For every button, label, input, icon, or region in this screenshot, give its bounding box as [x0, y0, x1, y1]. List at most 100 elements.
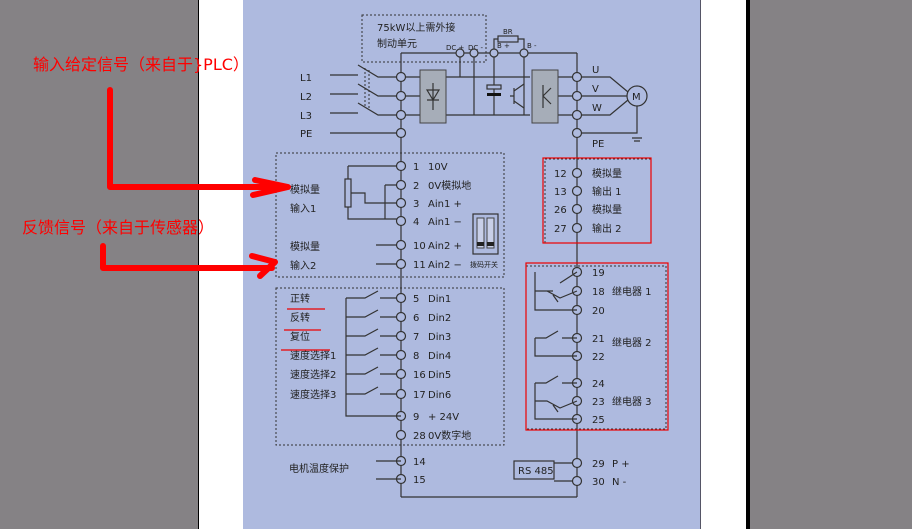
digital-input-label: 速度选择1	[290, 349, 336, 362]
terminal-label: Din5	[428, 370, 451, 381]
relay-1-label: 继电器 1	[612, 285, 652, 298]
b-plus-label: B +	[497, 42, 510, 50]
terminal	[395, 292, 407, 304]
digital-input-label: 速度选择2	[290, 368, 336, 381]
power-terminal	[395, 127, 407, 139]
terminal-number: 20	[592, 306, 605, 317]
terminal-label: Din6	[428, 390, 451, 401]
relay-highlight	[525, 262, 669, 431]
terminal-number: 30	[592, 477, 605, 488]
motor-label: M	[632, 92, 641, 103]
terminal	[571, 475, 583, 487]
analog-output-highlight	[542, 157, 652, 244]
analog-in2-label-2: 输入2	[290, 259, 316, 272]
terminal-number: 26	[554, 205, 567, 216]
terminal-number: 15	[413, 475, 426, 486]
terminal-number: 27	[554, 224, 567, 235]
input-l2: L2	[300, 92, 312, 103]
terminal-label: N -	[612, 477, 627, 488]
terminal-number: 4	[413, 217, 419, 228]
terminal-number: 23	[592, 397, 605, 408]
terminal	[395, 197, 407, 209]
terminal-number: 5	[413, 294, 419, 305]
terminal-number: 6	[413, 313, 419, 324]
digital-input-label: 复位	[290, 330, 310, 343]
red-arrow-icon	[107, 87, 291, 198]
power-terminal	[395, 71, 407, 83]
terminal	[395, 160, 407, 172]
terminal	[395, 258, 407, 270]
terminal	[571, 185, 583, 197]
terminal-label: Din4	[428, 351, 451, 362]
terminal-number: 10	[413, 241, 426, 252]
rs485-box	[513, 460, 555, 480]
red-arrow-icon-2	[100, 243, 278, 279]
terminal-label: 模拟量	[592, 203, 622, 216]
input-pe: PE	[300, 129, 312, 140]
terminal-number: 7	[413, 332, 419, 343]
terminal	[571, 203, 583, 215]
terminal-number: 12	[554, 169, 567, 180]
terminal	[395, 388, 407, 400]
terminal	[395, 330, 407, 342]
output-terminal	[571, 90, 583, 102]
dc-plus-label: DC +	[446, 44, 465, 52]
terminal-number: 18	[592, 287, 605, 298]
terminal-label: 输出 2	[592, 222, 622, 235]
output-terminal	[571, 109, 583, 121]
terminal-label: Din3	[428, 332, 451, 343]
annotation-plc-input: 输入给定信号（来自于}PLC）	[33, 55, 249, 74]
inverter-block	[531, 69, 559, 124]
terminal	[395, 239, 407, 251]
terminal	[571, 222, 583, 234]
terminal-label: Din2	[428, 313, 451, 324]
power-inputs: L1 L2 L3 PE	[300, 64, 401, 140]
terminal-number: 3	[413, 199, 419, 210]
b-minus-label: B -	[527, 42, 537, 50]
relay-2-label: 继电器 2	[612, 336, 652, 349]
motor-icon	[626, 85, 648, 107]
right-margin	[700, 0, 747, 529]
terminal-number: 28	[413, 431, 426, 442]
terminal-label: 0V模拟地	[428, 179, 471, 192]
terminal-number: 2	[413, 181, 419, 192]
relay-3-label: 继电器 3	[612, 395, 652, 408]
terminal-label: 模拟量	[592, 167, 622, 180]
terminal-label: + 24V	[428, 412, 459, 423]
terminal	[571, 167, 583, 179]
terminal-label: Ain1 −	[428, 217, 462, 228]
terminal-number: 16	[413, 370, 426, 381]
right-border	[746, 0, 750, 529]
br-label: BR	[503, 28, 513, 36]
terminal-label: 10V	[428, 162, 448, 173]
terminal-number: 11	[413, 260, 426, 271]
brake-note-2: 制动单元	[377, 37, 417, 50]
terminal-number: 14	[413, 457, 426, 468]
terminal-label: Din1	[428, 294, 451, 305]
terminal	[395, 179, 407, 191]
terminal	[395, 215, 407, 227]
brake-resistor	[497, 35, 519, 43]
digital-input-label: 正转	[290, 292, 310, 305]
digital-input-label: 反转	[290, 311, 310, 324]
terminal-number: 19	[592, 268, 605, 279]
output-pe: PE	[592, 139, 604, 150]
terminal-label: Ain2 +	[428, 241, 462, 252]
digital-input-label: 速度选择3	[290, 388, 336, 401]
potentiometer	[344, 178, 352, 208]
power-terminal	[395, 90, 407, 102]
output-terminal	[571, 71, 583, 83]
terminal-number: 24	[592, 379, 605, 390]
terminal-number: 21	[592, 334, 605, 345]
terminal-number: 25	[592, 415, 605, 426]
left-margin	[198, 0, 244, 529]
output-w: W	[592, 103, 602, 114]
analog-in1-label-2: 输入1	[290, 202, 316, 215]
brake-note: 75kW以上需外接	[377, 21, 455, 34]
terminal-label: 0V数字地	[428, 429, 471, 442]
dc-minus-label: DC -	[468, 44, 484, 52]
annotation-sensor-feedback: 反馈信号（来自于传感器）	[22, 218, 214, 237]
input-l3: L3	[300, 111, 312, 122]
brake-unit-box	[361, 14, 487, 63]
